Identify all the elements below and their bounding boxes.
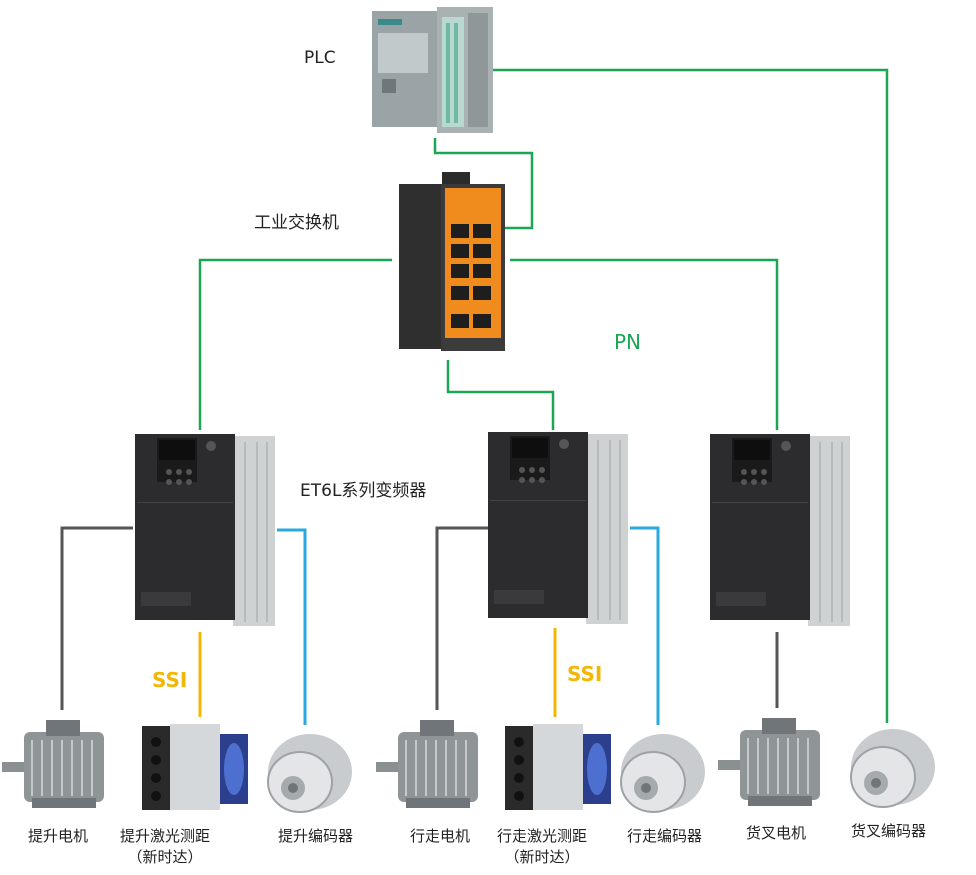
plc-label: PLC (304, 48, 336, 68)
motor-icon (718, 718, 820, 806)
vfd-series-label: ET6L系列变频器 (300, 481, 427, 501)
switch-icon (399, 172, 505, 351)
switch-label: 工业交换机 (254, 213, 339, 233)
motor-lines (60, 526, 779, 710)
ssi-label: SSI (152, 668, 188, 692)
vfd-icon (135, 434, 275, 626)
device-label-fork-motor: 货叉电机 (746, 824, 807, 842)
ssi-lines (198, 628, 557, 717)
pn-label: PN (614, 330, 642, 354)
device-label-lift-laser: 提升激光测距 （新时达） (120, 825, 210, 867)
motor-icon (376, 720, 478, 808)
encoder-icon (620, 734, 705, 813)
device-label-fork-encoder: 货叉编码器 (851, 822, 927, 840)
vfd-icon (488, 432, 628, 624)
device-label-lift-motor: 提升电机 (28, 827, 89, 845)
ssi-label: SSI (567, 662, 603, 686)
device-label-sub: （新时达） (504, 848, 580, 866)
device-label-sub: （新时达） (127, 848, 203, 866)
laser-sensor-icon (142, 724, 248, 810)
device-label-travel-encoder: 行走编码器 (627, 827, 703, 845)
device-label-main: 行走激光测距 (497, 827, 588, 845)
device-label-lift-encoder: 提升编码器 (278, 827, 354, 845)
laser-sensor-icon (505, 724, 611, 810)
device-label-travel-laser: 行走激光测距 （新时达） (497, 825, 587, 867)
device-label-main: 提升激光测距 (120, 827, 211, 845)
encoder-icon (267, 734, 352, 813)
encoder-icon (850, 729, 935, 808)
device-label-travel-motor: 行走电机 (410, 827, 471, 845)
profinet-lines (198, 68, 889, 723)
plc-icon (372, 7, 493, 133)
encoder-lines (277, 526, 660, 725)
motor-icon (2, 720, 104, 808)
vfd-icon (710, 434, 850, 626)
